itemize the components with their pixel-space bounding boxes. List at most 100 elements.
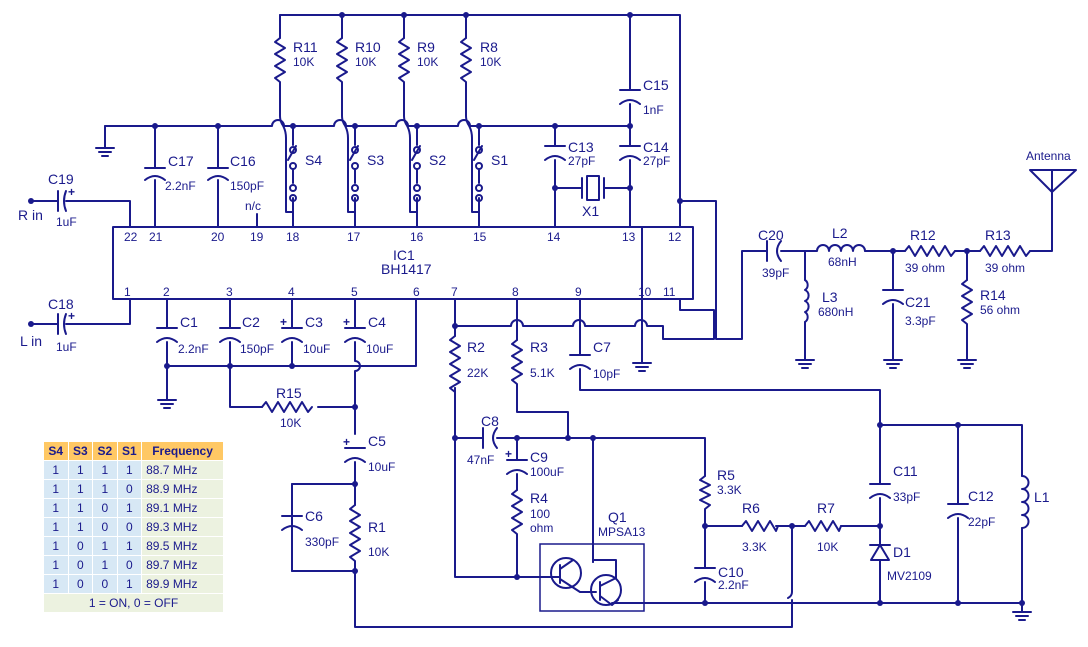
header-s2: S2 — [92, 441, 118, 461]
frequency-cell: 89.5 MHz — [141, 536, 224, 556]
resistor-r13 — [979, 245, 1031, 257]
c6-ref: C6 — [305, 508, 323, 524]
ground-osc — [1012, 611, 1032, 621]
capacitor-c11 — [869, 483, 891, 504]
resistor-r1 — [349, 504, 361, 567]
c19-ref: C19 — [48, 171, 74, 187]
r14-val: 56 ohm — [980, 303, 1020, 317]
cell: 0 — [67, 555, 94, 575]
transistor-q1 — [539, 543, 706, 612]
c10-ref: C10 — [718, 564, 744, 580]
capacitor-c20 — [766, 240, 782, 262]
rf-wiring — [679, 191, 1053, 361]
capacitor-c18: + — [57, 309, 75, 335]
svg-text:+: + — [68, 185, 75, 199]
inductor-l2 — [804, 244, 866, 252]
bottom-left-wiring — [166, 298, 793, 628]
pin-17: 17 — [347, 230, 361, 244]
c3-ref: C3 — [305, 314, 323, 330]
r6-val: 3.3K — [742, 540, 767, 554]
capacitor-c6 — [281, 515, 303, 531]
resistor-r3 — [511, 339, 523, 391]
r10-ref: R10 — [355, 39, 381, 55]
resistor-r10 — [336, 37, 348, 91]
pin-4: 4 — [288, 285, 295, 299]
capacitor-c19: + — [57, 185, 75, 212]
r2-ref: R2 — [467, 339, 485, 355]
s1-ref: S1 — [491, 152, 508, 168]
ground-pin10 — [632, 362, 652, 372]
capacitor-c5: + — [343, 435, 366, 463]
r3-val: 5.1K — [530, 366, 555, 380]
cell: 0 — [116, 479, 143, 499]
cell: 1 — [116, 460, 143, 480]
r4-ref: R4 — [530, 490, 548, 506]
header-s1: S1 — [116, 441, 143, 461]
pin-1: 1 — [124, 285, 131, 299]
r11-ref: R11 — [293, 39, 318, 55]
c15-ref: C15 — [643, 77, 669, 93]
s2-ref: S2 — [429, 152, 446, 168]
r9-ref: R9 — [417, 39, 435, 55]
table-footer-row: 1 = ON, 0 = OFF — [43, 593, 224, 613]
c5-val: 10uF — [368, 460, 395, 474]
l3-ref: L3 — [822, 289, 838, 305]
frequency-cell: 88.7 MHz — [141, 460, 224, 480]
r8-ref: R8 — [480, 39, 498, 55]
s3-ref: S3 — [367, 152, 384, 168]
pin-14: 14 — [547, 230, 561, 244]
cell: 1 — [116, 498, 143, 518]
pin-11: 11 — [663, 285, 676, 299]
c13-val: 27pF — [568, 154, 595, 168]
c4-ref: C4 — [368, 314, 386, 330]
ground-c21 — [883, 359, 903, 369]
capacitor-c9: + — [505, 447, 528, 475]
s4-ref: S4 — [305, 152, 322, 168]
resistor-r9 — [398, 37, 410, 91]
pin-18: 18 — [286, 230, 300, 244]
switch-s2 — [411, 145, 421, 202]
switch-s4 — [287, 145, 297, 202]
header-frequency: Frequency — [141, 441, 224, 461]
c9-ref: C9 — [530, 449, 548, 465]
c14-val: 27pF — [643, 154, 670, 168]
crystal-x1 — [581, 175, 605, 201]
r-in-terminal — [28, 198, 34, 204]
pin-15: 15 — [473, 230, 487, 244]
cell: 1 — [92, 479, 118, 499]
capacitor-c16 — [207, 167, 229, 181]
r6-ref: R6 — [742, 500, 760, 516]
cell: 1 — [43, 574, 69, 594]
cell: 0 — [116, 517, 143, 537]
c15-val: 1nF — [643, 103, 664, 117]
resistor-r5 — [699, 475, 711, 511]
l1-ref: L1 — [1034, 489, 1050, 505]
r5-val: 3.3K — [717, 483, 742, 497]
middle-wiring — [454, 226, 881, 578]
table-legend: 1 = ON, 0 = OFF — [43, 593, 224, 613]
frequency-cell: 89.1 MHz — [141, 498, 224, 518]
c11-val: 33pF — [893, 490, 920, 504]
r7-ref: R7 — [817, 500, 835, 516]
cell: 1 — [43, 536, 69, 556]
ic1-body — [112, 226, 694, 300]
capacitor-c3: + — [280, 315, 303, 343]
pin-7: 7 — [451, 285, 458, 299]
inductor-l1 — [1021, 475, 1030, 529]
ground-c1 — [157, 399, 177, 409]
capacitor-c17 — [144, 167, 166, 181]
frequency-cell: 88.9 MHz — [141, 479, 224, 499]
r8-val: 10K — [480, 55, 501, 69]
x1-ref: X1 — [582, 203, 599, 219]
switch-s1 — [473, 145, 483, 202]
capacitor-c12 — [947, 503, 969, 519]
c8-ref: C8 — [481, 413, 499, 429]
cell: 1 — [43, 460, 69, 480]
capacitor-c10 — [694, 567, 716, 583]
